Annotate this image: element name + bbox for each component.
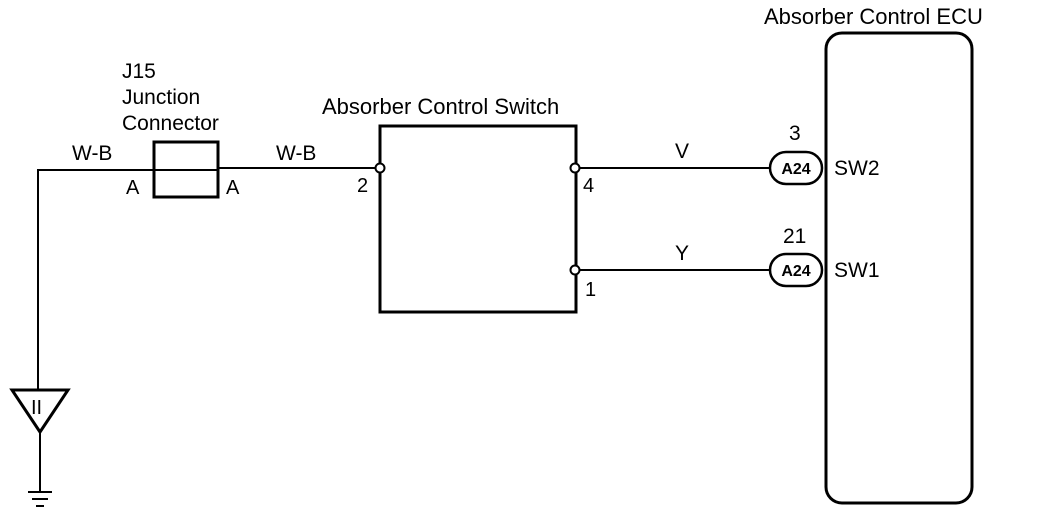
connector-a24-sw1-label: A24 — [781, 263, 810, 280]
switch-terminal-4 — [569, 162, 581, 174]
wire-label-wb-right: W-B — [276, 142, 316, 165]
ecu-title: Absorber Control ECU — [764, 4, 983, 29]
ecu-pin-number-sw1: 21 — [783, 225, 806, 248]
switch-pin-4: 4 — [583, 175, 594, 197]
junction-line2: Junction — [122, 86, 200, 109]
switch-pin-1: 1 — [585, 279, 596, 301]
ecu-terminal-sw1: SW1 — [834, 259, 880, 282]
ground-symbol-label: II — [31, 397, 42, 419]
junction-pin-left: A — [126, 177, 140, 199]
switch-terminal-1 — [569, 264, 581, 276]
ground-wire — [37, 169, 154, 390]
connector-a24-sw2-label: A24 — [781, 161, 810, 178]
connector-a24-sw1 — [768, 252, 824, 288]
connector-a24-sw2 — [768, 150, 824, 186]
switch-body — [378, 124, 578, 314]
ecu-terminal-sw2: SW2 — [834, 157, 880, 180]
wire-label-v: V — [675, 140, 689, 163]
wire-label-y: Y — [675, 242, 689, 265]
junction-id: J15 — [122, 60, 156, 83]
ground-triangle-icon — [9, 388, 71, 435]
ecu-pin-number-sw2: 3 — [789, 122, 801, 145]
switch-terminal-2 — [374, 162, 386, 174]
switch-title: Absorber Control Switch — [322, 94, 559, 119]
junction-line3: Connector — [122, 112, 219, 135]
junction-pin-right: A — [226, 177, 240, 199]
switch-pin-2: 2 — [357, 175, 368, 197]
ecu-body — [824, 31, 974, 505]
wire-label-wb-left: W-B — [72, 142, 112, 165]
